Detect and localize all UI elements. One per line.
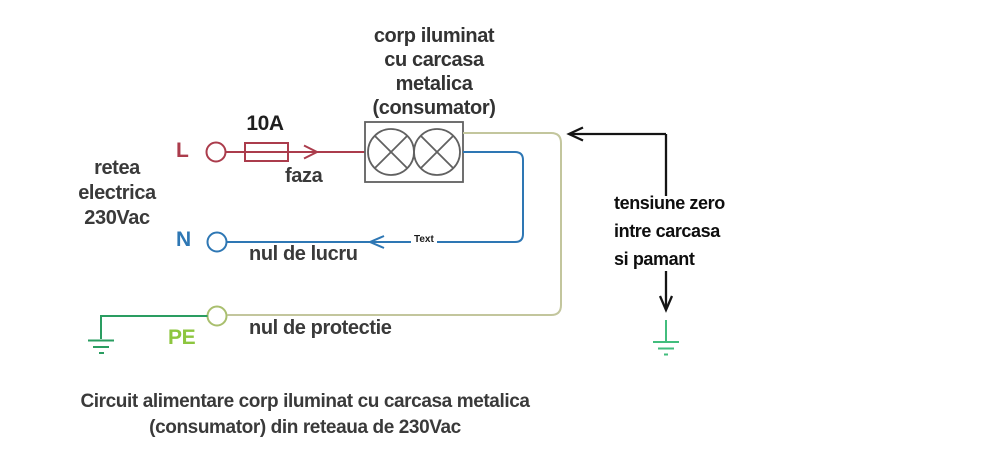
pe-wire-label: nul de protectie xyxy=(249,317,392,339)
phase-circuit xyxy=(205,141,365,163)
lamp-symbol xyxy=(364,121,464,183)
annotation-arrow-down-icon xyxy=(658,295,674,313)
pe-return-wire xyxy=(227,132,562,316)
neutral-wire-tag: Text xyxy=(411,234,437,245)
consumer-title: corp iluminat cu carcasa metalica (consu… xyxy=(372,25,496,119)
pe-supply-wire xyxy=(100,315,208,339)
annotation-label: tensiune zero intre carcasa si pamant xyxy=(614,193,725,269)
neutral-arrow-icon xyxy=(367,235,385,249)
neutral-wire xyxy=(226,151,524,243)
fuse-symbol xyxy=(244,142,289,162)
neutral-wire-label: nul de lucru xyxy=(249,243,358,265)
phase-arrow-icon xyxy=(303,144,320,160)
pe-supply xyxy=(88,315,208,354)
annotation-arrows xyxy=(566,126,674,313)
ground-symbol-right-icon xyxy=(653,320,679,356)
terminal-n-label: N xyxy=(176,228,191,251)
lamp-bulb-2-icon xyxy=(413,128,461,176)
terminal-pe-circle xyxy=(206,305,228,327)
terminal-l-circle xyxy=(205,141,227,163)
terminal-n-circle xyxy=(206,231,228,253)
terminal-l-label: L xyxy=(176,139,189,162)
terminal-pe-label: PE xyxy=(168,326,196,349)
phase-wire-label: faza xyxy=(285,165,323,187)
ground-symbol-left-icon xyxy=(88,339,114,354)
fuse-rating-label: 10A xyxy=(246,112,284,135)
neutral-circuit xyxy=(206,151,524,253)
diagram-caption: Circuit alimentare corp iluminat cu carc… xyxy=(80,391,530,438)
supply-label: retea electrica 230Vac xyxy=(78,157,156,229)
